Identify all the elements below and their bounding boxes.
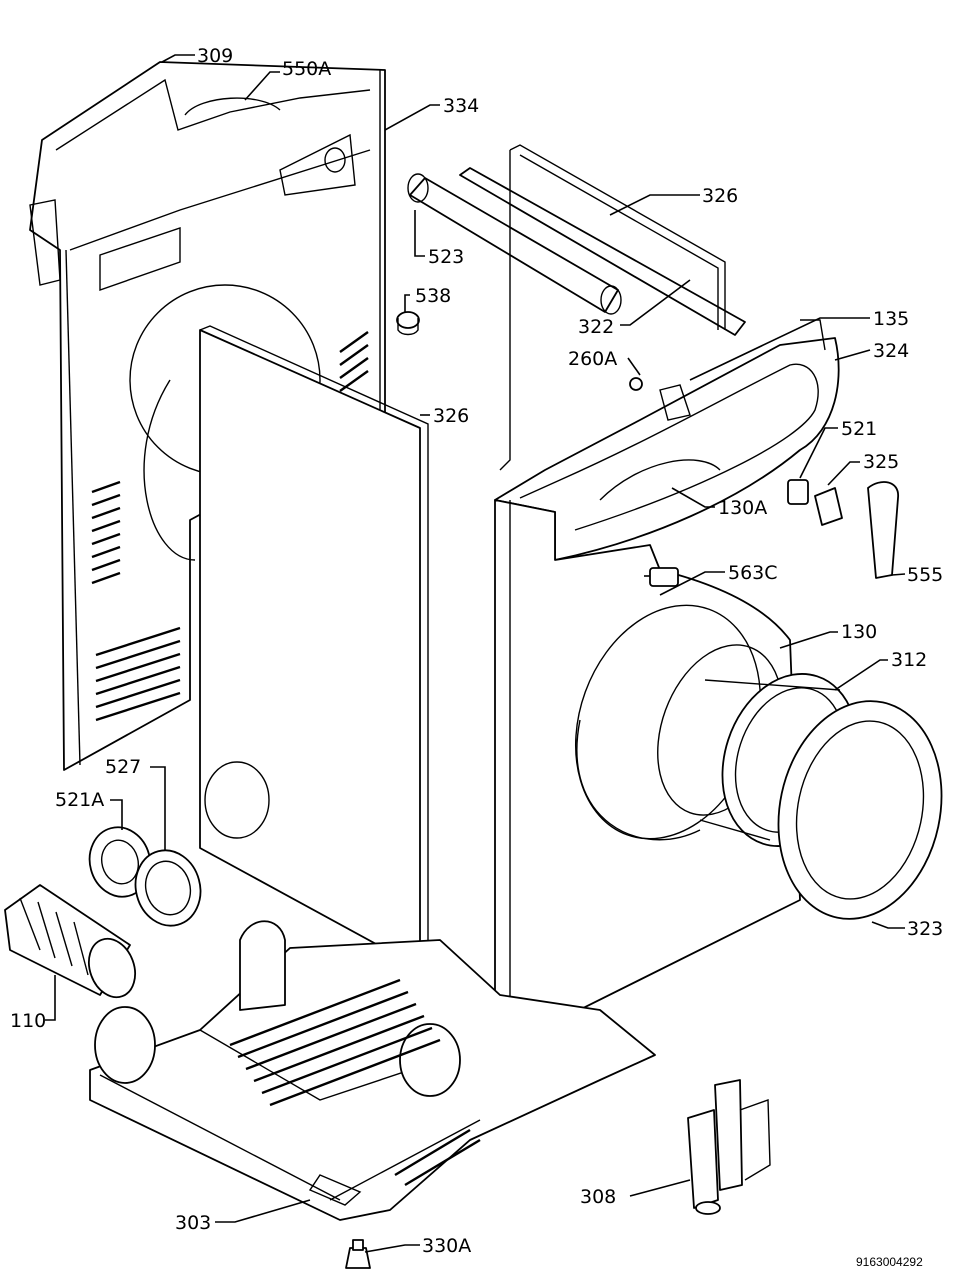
label-260a: 260A — [568, 348, 617, 370]
strip-555 — [867, 481, 899, 579]
label-523: 523 — [428, 246, 464, 268]
label-563c: 563C — [728, 562, 778, 584]
switch-563c — [644, 567, 679, 587]
label-527: 527 — [105, 756, 141, 778]
door-ring-323 — [777, 700, 943, 920]
leader-lines — [45, 54, 906, 1253]
label-309: 309 — [197, 45, 233, 67]
label-538: 538 — [415, 285, 451, 307]
document-number: 9163004292 — [856, 1255, 923, 1269]
label-555: 555 — [907, 564, 943, 586]
label-312: 312 — [891, 649, 927, 671]
label-326-top: 326 — [702, 185, 738, 207]
label-521: 521 — [841, 418, 877, 440]
label-130a: 130A — [718, 497, 767, 519]
exhaust-hose-110 — [4, 884, 136, 999]
label-330a: 330A — [422, 1235, 471, 1257]
side-panel-326 — [199, 325, 429, 971]
base-vent-slots — [229, 978, 481, 1187]
label-323: 323 — [907, 918, 943, 940]
label-110: 110 — [10, 1010, 46, 1032]
top-strip-523 — [407, 173, 622, 315]
label-324: 324 — [873, 340, 909, 362]
label-135: 135 — [873, 308, 909, 330]
label-326-mid: 326 — [433, 405, 469, 427]
hinge-308 — [687, 1079, 771, 1215]
label-303: 303 — [175, 1212, 211, 1234]
label-308: 308 — [580, 1186, 616, 1208]
catch-521 — [787, 479, 809, 505]
grommet-538 — [396, 311, 420, 336]
top-strip-322 — [459, 167, 746, 336]
part-labels: 309 550A 334 326 523 538 322 135 260A 32… — [10, 45, 943, 1269]
label-322: 322 — [578, 316, 614, 338]
front-frame-324 — [494, 319, 840, 561]
catch-325 — [814, 487, 843, 526]
base-303 — [89, 920, 656, 1221]
label-130: 130 — [841, 621, 877, 643]
frame-326-top — [499, 144, 726, 471]
vent-slots-rear — [91, 331, 369, 722]
label-334: 334 — [443, 95, 479, 117]
adapter-527 — [134, 849, 202, 927]
foot-330a — [345, 1239, 371, 1269]
label-521a: 521A — [55, 789, 104, 811]
label-325: 325 — [863, 451, 899, 473]
label-550a: 550A — [282, 58, 331, 80]
